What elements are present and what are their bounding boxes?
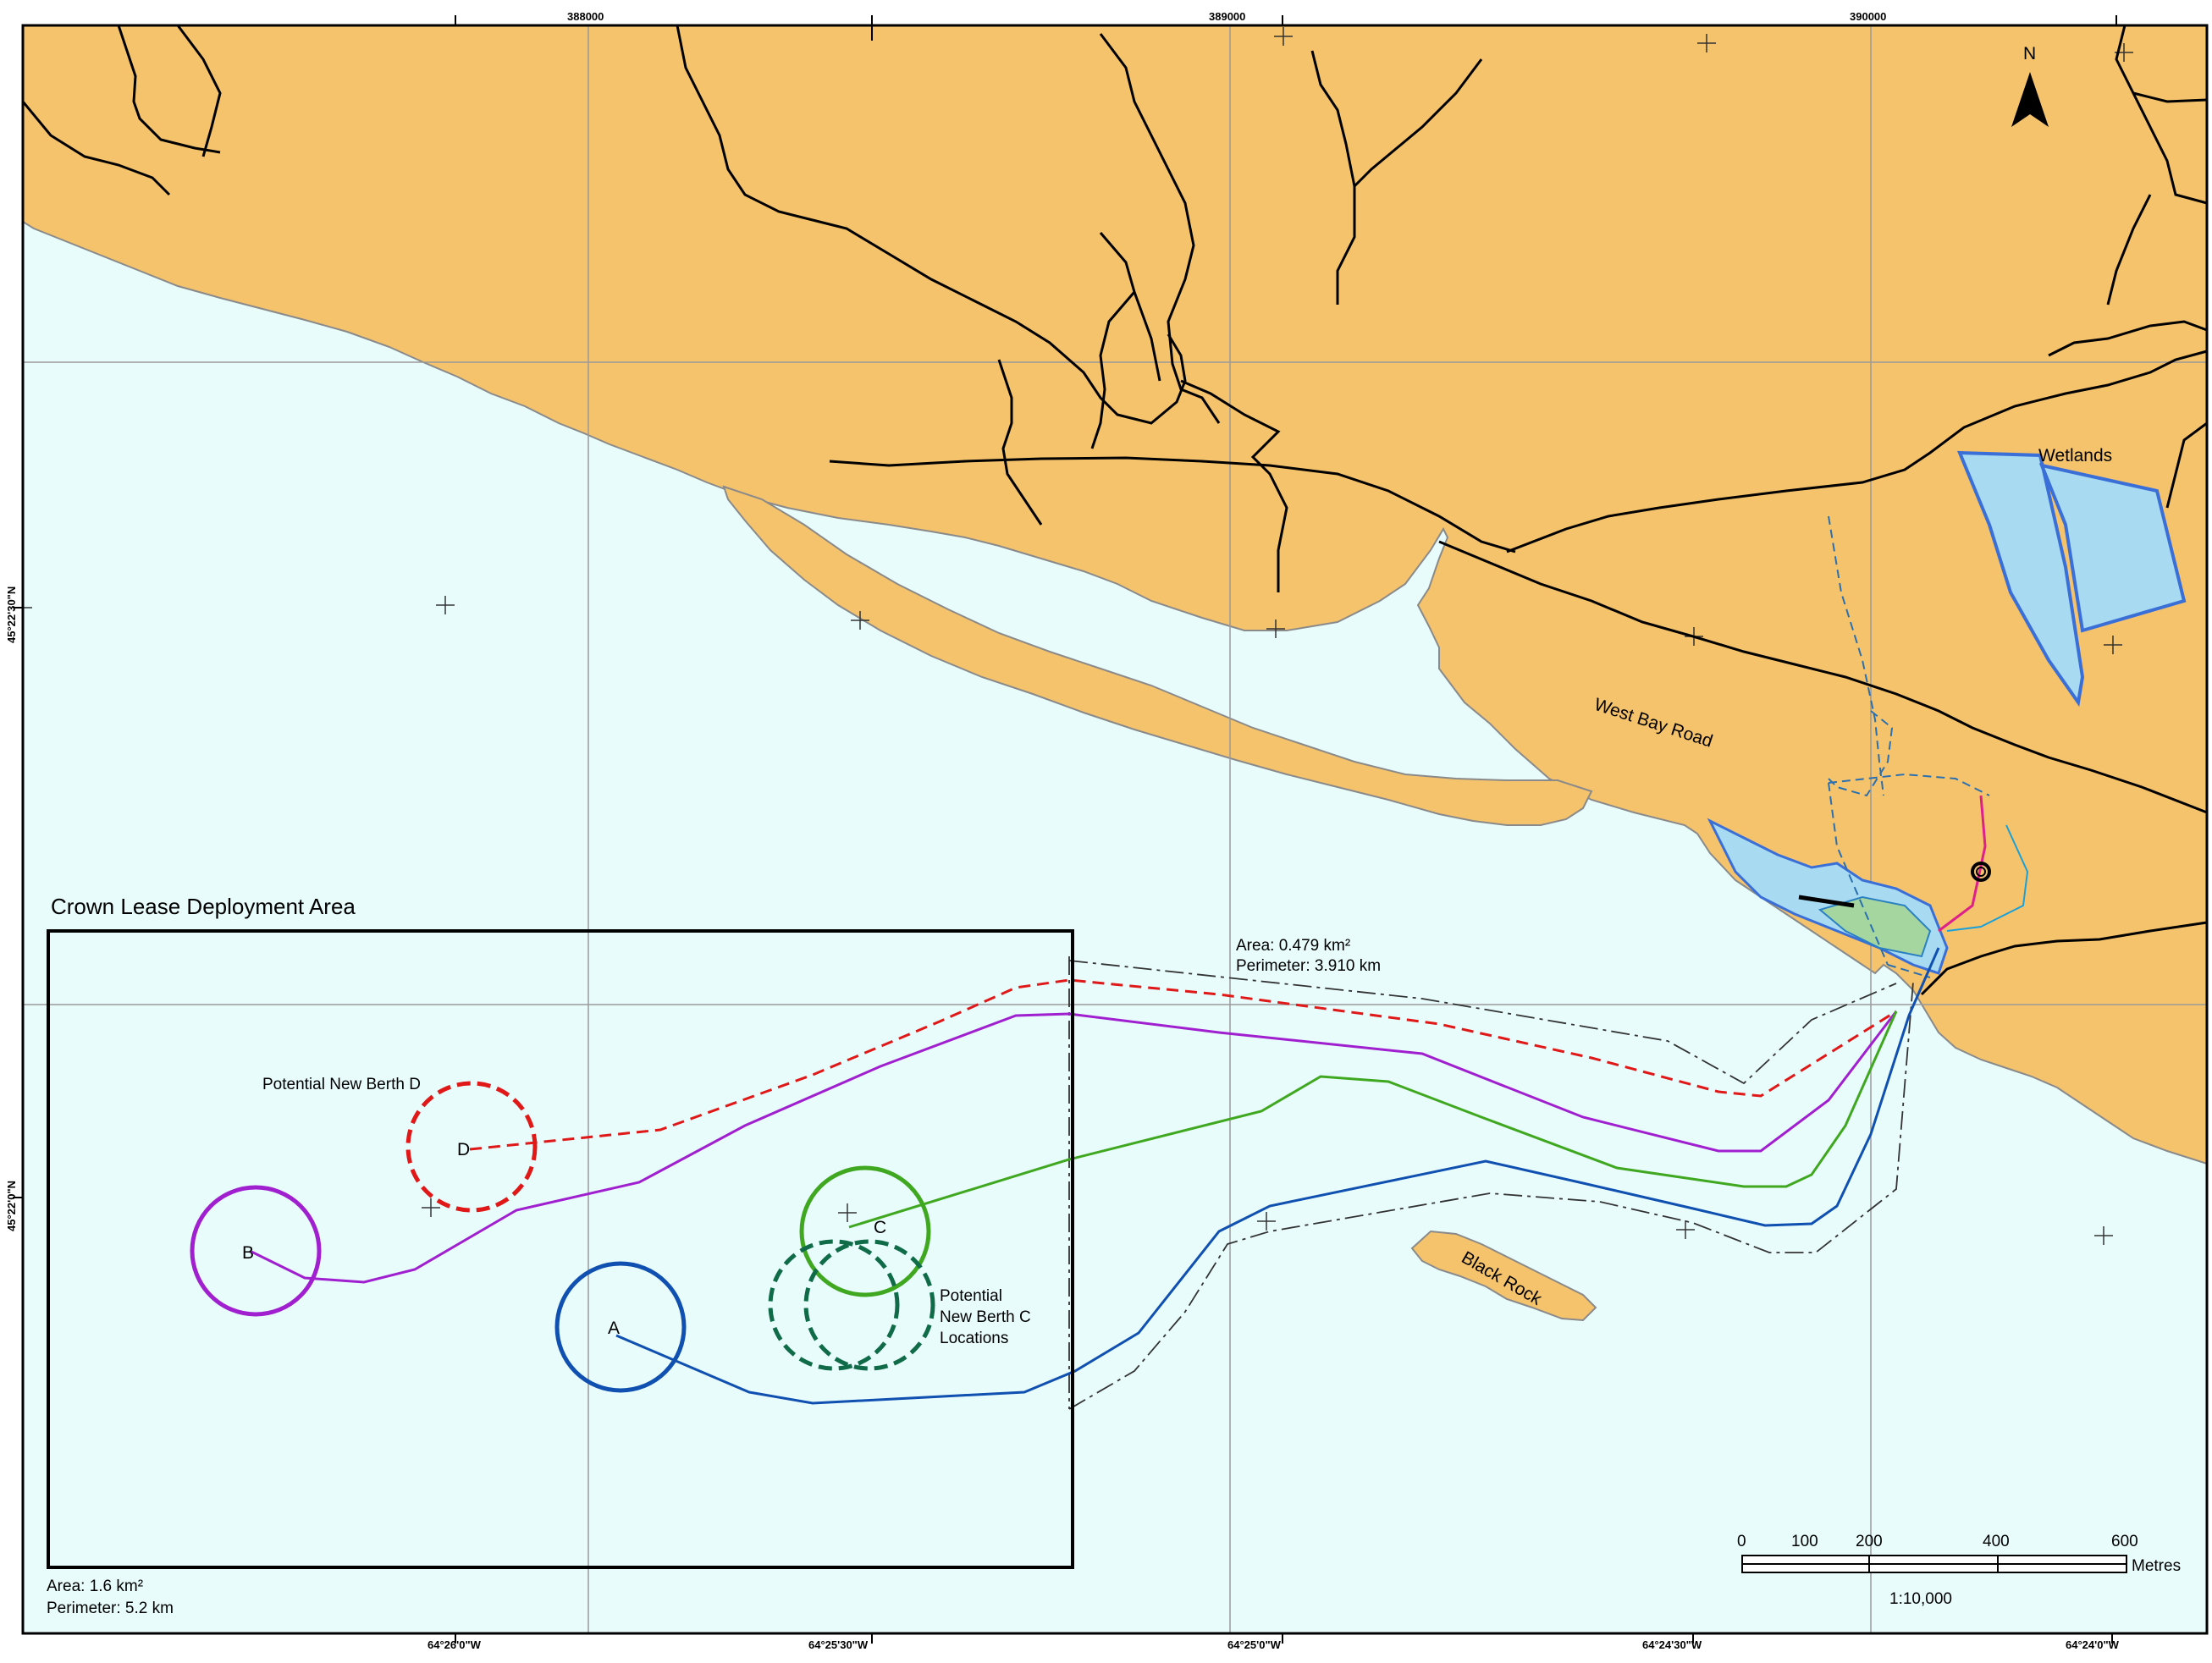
- west-bay-road: [1438, 540, 2208, 814]
- berth-c-alt-circle-1: [768, 1239, 900, 1371]
- scale-ratio: 1:10,000: [1889, 1590, 1952, 1608]
- graticule: [23, 25, 2207, 1633]
- scale-tick-400: 400: [1983, 1533, 2010, 1550]
- longitude-label-4: 64°24'30"W: [1642, 1638, 1702, 1651]
- wetlands: [1956, 450, 2187, 708]
- berth-d-circle: [405, 1081, 538, 1213]
- berth-a-label: A: [608, 1319, 620, 1338]
- north-arrow-icon: N: [2011, 44, 2049, 127]
- black-rock-island: [1410, 1230, 1597, 1322]
- longitude-label-3: 64°25'0"W: [1227, 1638, 1282, 1651]
- crown-lease-title: Crown Lease Deployment Area: [51, 894, 356, 919]
- svg-text:N: N: [2023, 44, 2036, 63]
- mainland: [22, 25, 2208, 1165]
- berth-c-label: C: [874, 1218, 886, 1237]
- roads: [21, 25, 2208, 996]
- berth-c-alt-title-3: Locations: [940, 1330, 1008, 1347]
- corridor-area-text: Area: 0.479 km²: [1236, 937, 1350, 955]
- easting-label-389000: 389000: [1209, 10, 1245, 23]
- berth-c-circle: [799, 1165, 931, 1297]
- route-b: [249, 1010, 1898, 1284]
- longitude-label-2: 64°25'30"W: [808, 1638, 869, 1651]
- berth-c-alt-circle-2: [803, 1239, 935, 1371]
- easting-label-390000: 390000: [1850, 10, 1886, 23]
- crown-lease-perimeter-text: Perimeter: 5.2 km: [47, 1600, 174, 1617]
- crown-lease-area: [47, 929, 1074, 1569]
- latitude-label-2: 45°22'0"N: [5, 1181, 18, 1231]
- scale-unit: Metres: [2132, 1557, 2181, 1575]
- latitude-label-1: 45°22'30"N: [5, 586, 18, 643]
- scale-tick-0: 0: [1737, 1533, 1746, 1550]
- scale-tick-200: 200: [1856, 1533, 1883, 1550]
- berth-routes: [249, 947, 1940, 1405]
- berth-a-circle: [554, 1261, 687, 1393]
- longitude-label-5: 64°24'0"W: [2066, 1638, 2120, 1651]
- corridor-perimeter-text: Perimeter: 3.910 km: [1236, 957, 1381, 975]
- corridor-outline: [1068, 956, 1914, 1410]
- route-a: [615, 947, 1940, 1405]
- berth-c-alt-title-2: New Berth C: [940, 1308, 1031, 1326]
- wetlands-label: Wetlands: [2038, 446, 2112, 465]
- berth-d-label: D: [457, 1140, 470, 1159]
- berth-b-label: B: [242, 1243, 254, 1263]
- berth-d-title: Potential New Berth D: [262, 1076, 421, 1093]
- sand-spit: [722, 485, 1593, 826]
- port-area: [1707, 515, 2029, 978]
- berth-b-circle: [190, 1185, 322, 1317]
- berth-circles: [190, 1081, 935, 1393]
- longitude-label-1: 64°26'0"W: [428, 1638, 482, 1651]
- easting-label-388000: 388000: [567, 10, 604, 23]
- crown-lease-area-text: Area: 1.6 km²: [47, 1578, 143, 1595]
- scale-bar: 0 100 200 400 600 Metres 1:10,000: [1737, 1533, 2181, 1608]
- berth-c-alt-title-1: Potential: [940, 1287, 1002, 1305]
- route-d: [469, 978, 1897, 1151]
- scale-tick-600: 600: [2111, 1533, 2138, 1550]
- scale-tick-100: 100: [1791, 1533, 1818, 1550]
